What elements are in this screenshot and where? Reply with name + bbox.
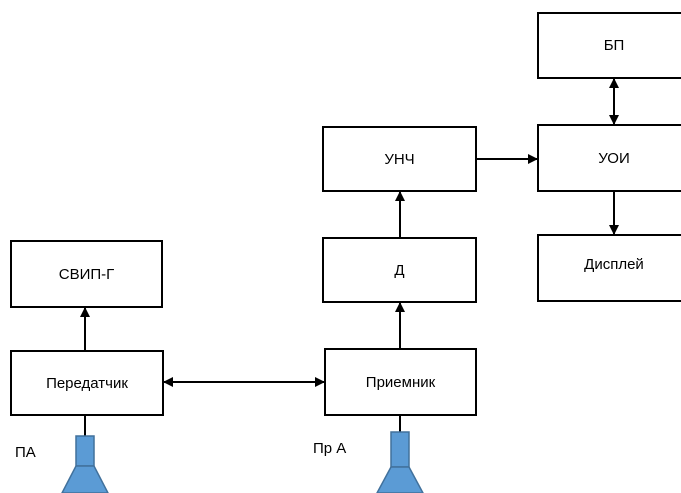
block-unch-label: УНЧ [384, 150, 415, 168]
block-d: Д [322, 237, 477, 303]
block-receiver: Приемник [324, 348, 477, 416]
block-display-label: Дисплей [584, 256, 644, 273]
block-uoi-label: УОИ [598, 149, 630, 167]
block-svip: СВИП-Г [10, 240, 163, 308]
antenna-rx-label: Пр А [313, 440, 347, 457]
block-transmitter: Передатчик [10, 350, 164, 416]
block-svip-label: СВИП-Г [58, 265, 115, 283]
block-bp: БП [537, 12, 681, 79]
receiver-antenna-icon [376, 431, 424, 493]
block-receiver-label: Приемник [365, 373, 436, 391]
block-display: Дисплей [537, 234, 681, 302]
block-bp-label: БП [603, 37, 625, 54]
block-uoi: УОИ [537, 124, 681, 192]
antenna-tx-label: ПА [15, 444, 36, 461]
block-unch: УНЧ [322, 126, 477, 192]
block-d-label: Д [394, 261, 405, 279]
transmitter-antenna-icon [61, 435, 109, 493]
block-transmitter-label: Передатчик [46, 374, 128, 392]
